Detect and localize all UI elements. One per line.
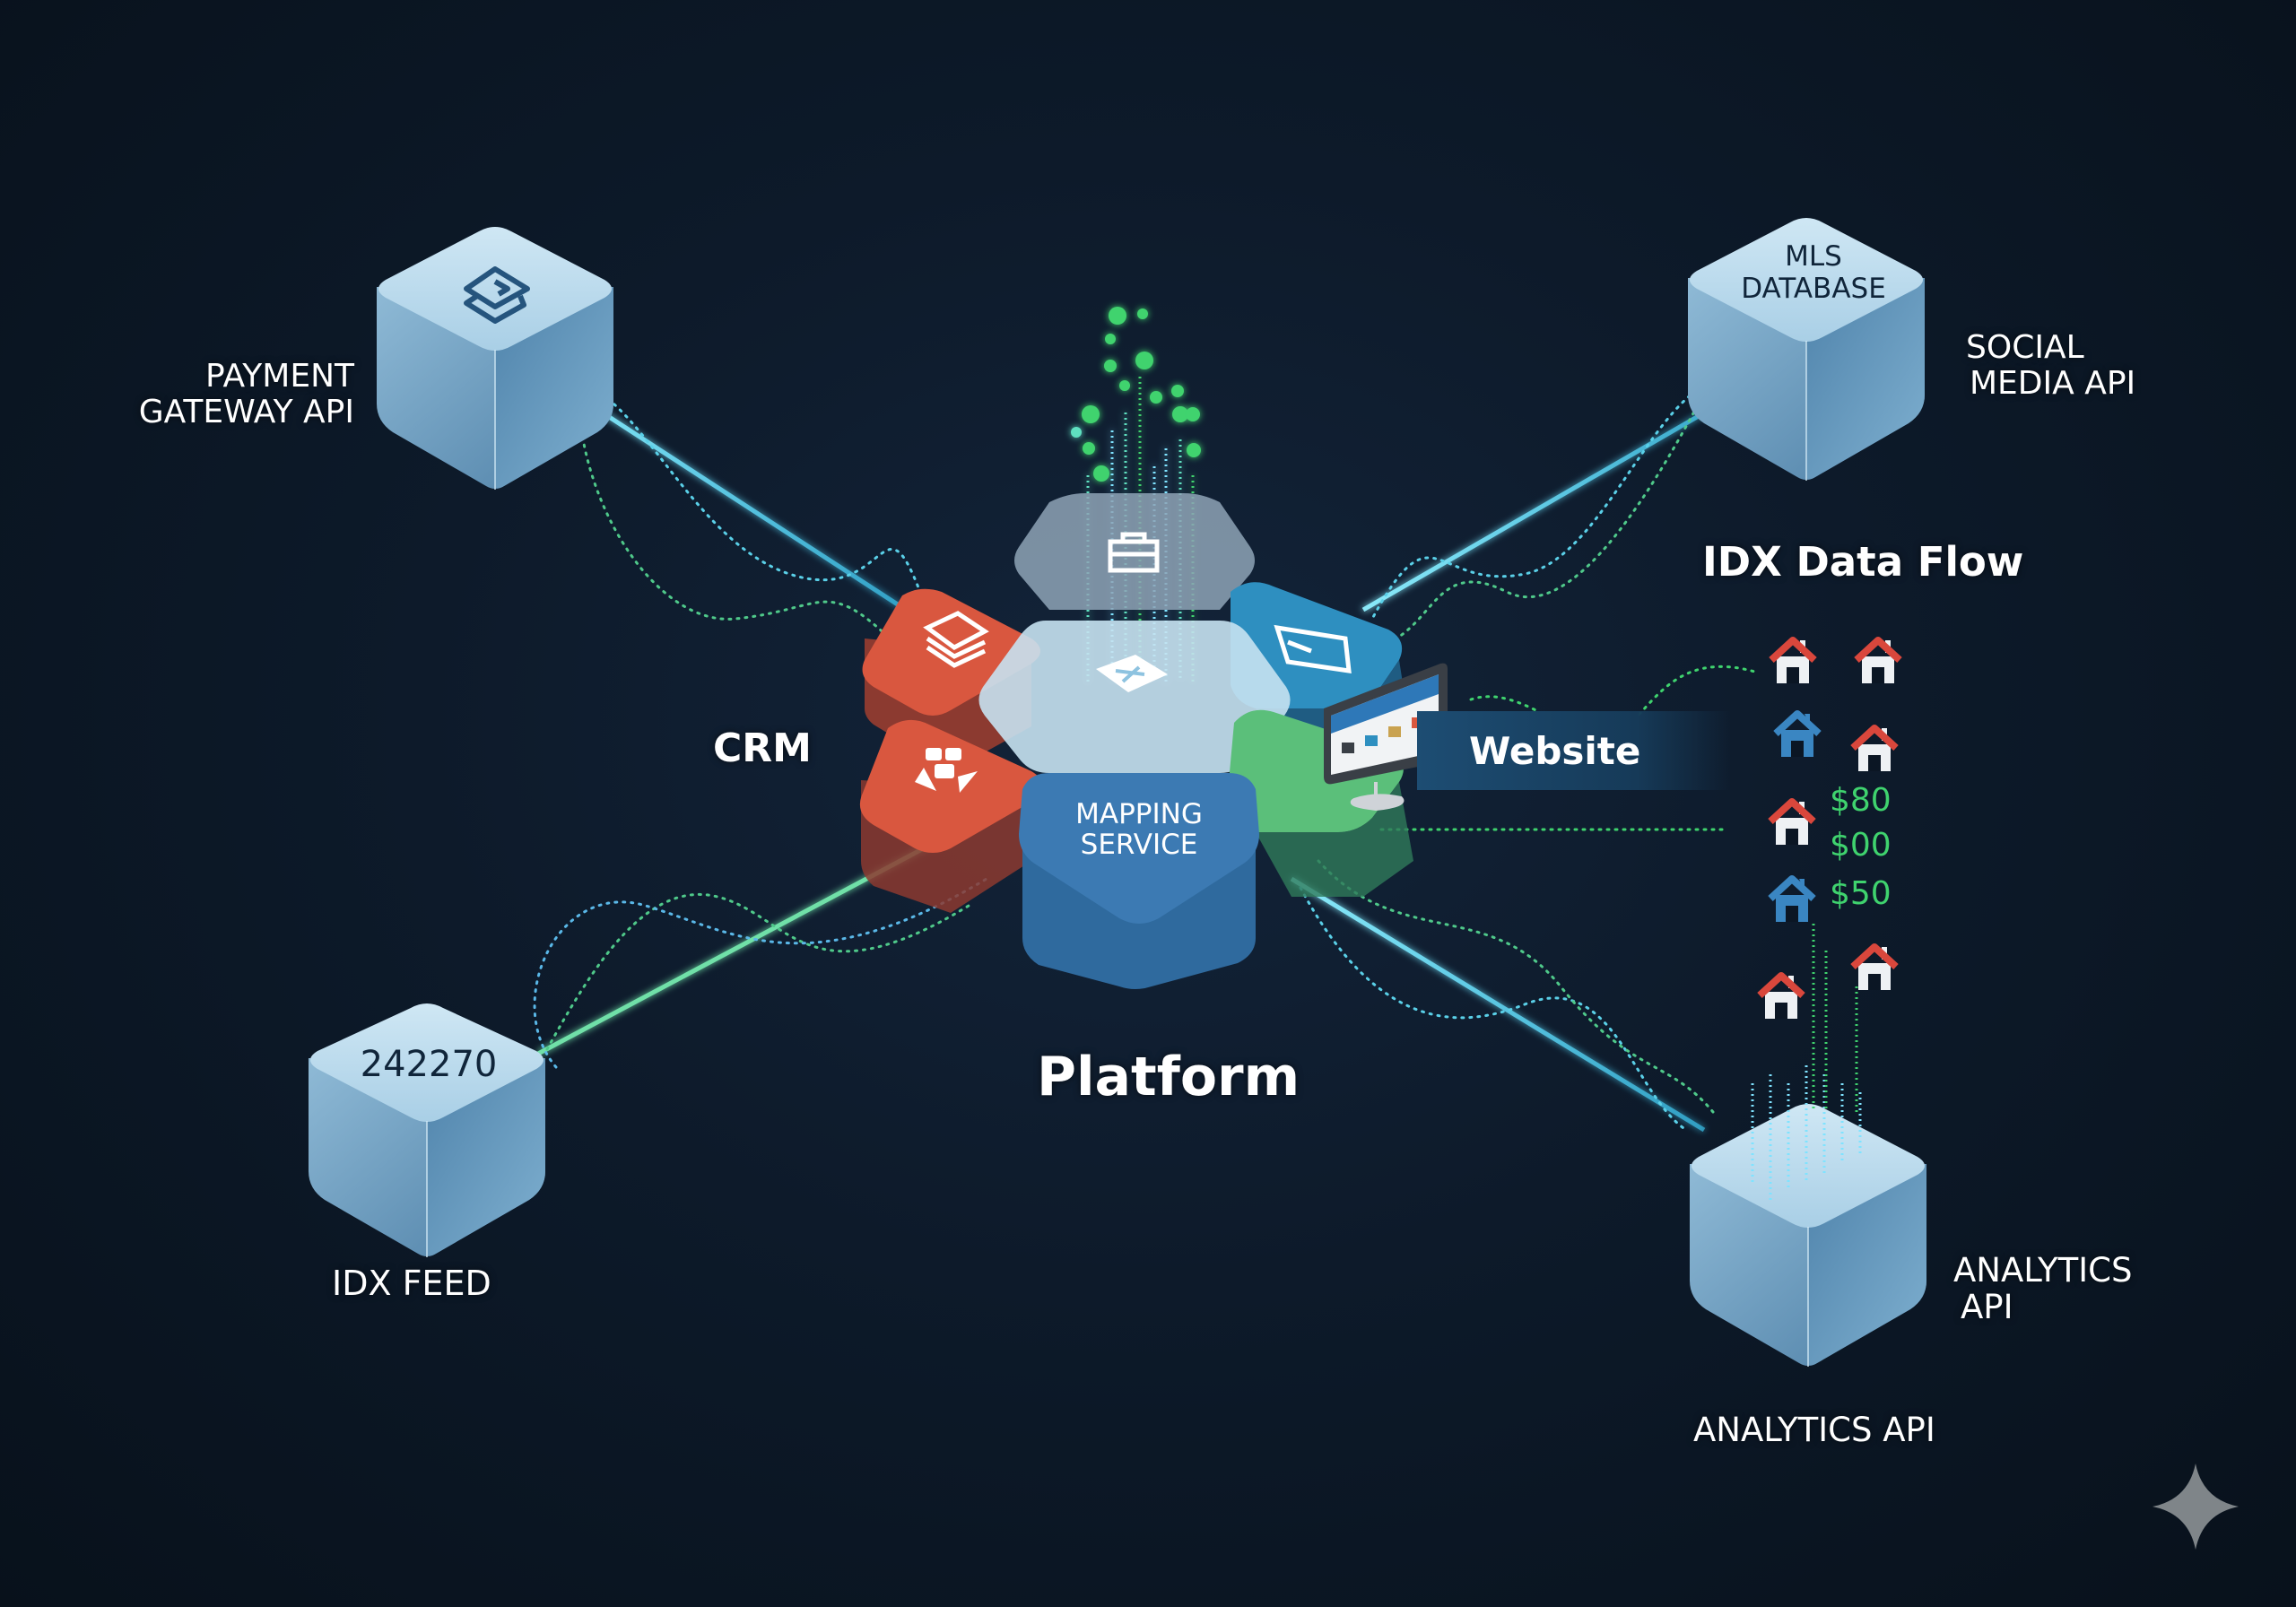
price-label: $50 <box>1830 875 1892 912</box>
module-center[interactable] <box>978 621 1291 773</box>
cube-mls-database[interactable]: MLS DATABASE <box>1688 218 1925 481</box>
monitor-icon <box>1324 663 1448 812</box>
price-label: $00 <box>1830 827 1892 864</box>
house-icon <box>1769 637 1817 683</box>
label-analytics-api-right: ANALYTICS API <box>1953 1252 2132 1326</box>
network-card-icon <box>1096 655 1168 692</box>
label-analytics-api-bottom: ANALYTICS API <box>1693 1411 1935 1449</box>
sparkle-icon <box>2152 1464 2239 1550</box>
payment-label-line1: PAYMENT <box>205 358 354 395</box>
social-label-line1: SOCIAL <box>1966 329 2084 366</box>
module-mapping-service[interactable]: MAPPING SERVICE <box>1019 773 1259 989</box>
cube-payment-gateway[interactable] <box>377 227 613 490</box>
mls-top-text-1: MLS <box>1785 240 1842 273</box>
cube-idx-feed[interactable]: 242270 <box>309 1003 545 1257</box>
folder-icon <box>1108 532 1160 573</box>
payment-label-line2: GATEWAY API <box>138 394 354 431</box>
house-icon <box>1768 875 1816 922</box>
beam-analytics <box>1290 876 1706 1133</box>
label-idx-feed: IDX FEED <box>332 1264 491 1303</box>
house-icon <box>1850 725 1899 771</box>
house-icon <box>1850 943 1899 990</box>
label-crm: CRM <box>713 725 812 771</box>
label-social-media-api: SOCIAL MEDIA API <box>1966 329 2136 403</box>
price-label: $80 <box>1830 782 1892 819</box>
analytics-label-line2: API <box>1961 1288 2013 1327</box>
mapping-label-1: MAPPING <box>1075 798 1203 830</box>
cube-analytics-api[interactable] <box>1690 1065 1926 1367</box>
social-label-line2: MEDIA API <box>1970 365 2136 403</box>
house-icon <box>1854 637 1902 683</box>
data-rain-icon <box>1751 1065 1862 1200</box>
mls-top-text-2: DATABASE <box>1741 273 1886 305</box>
stacked-cards-icon <box>923 611 989 668</box>
house-icon <box>1773 710 1822 757</box>
house-icon <box>1757 972 1805 1019</box>
idx-top-value: 242270 <box>361 1044 498 1085</box>
analytics-label-line1: ANALYTICS <box>1953 1251 2133 1290</box>
people-icon <box>915 748 978 793</box>
house-icon <box>1768 798 1816 845</box>
title-platform: Platform <box>1037 1046 1300 1108</box>
label-website: Website <box>1469 728 1641 773</box>
layers-icon <box>464 266 530 324</box>
map-icon <box>1274 624 1352 673</box>
label-payment-gateway: PAYMENT GATEWAY API <box>126 358 354 431</box>
subtitle-idx-data-flow: IDX Data Flow <box>1702 538 2024 586</box>
module-top[interactable] <box>1014 493 1255 610</box>
listings-houses <box>1757 637 1902 1112</box>
mapping-label-2: SERVICE <box>1081 829 1198 861</box>
website-banner[interactable]: Website <box>1417 711 1731 790</box>
platform-cluster: MAPPING SERVICE <box>859 493 1448 989</box>
module-crm-bottom[interactable] <box>859 719 1043 913</box>
